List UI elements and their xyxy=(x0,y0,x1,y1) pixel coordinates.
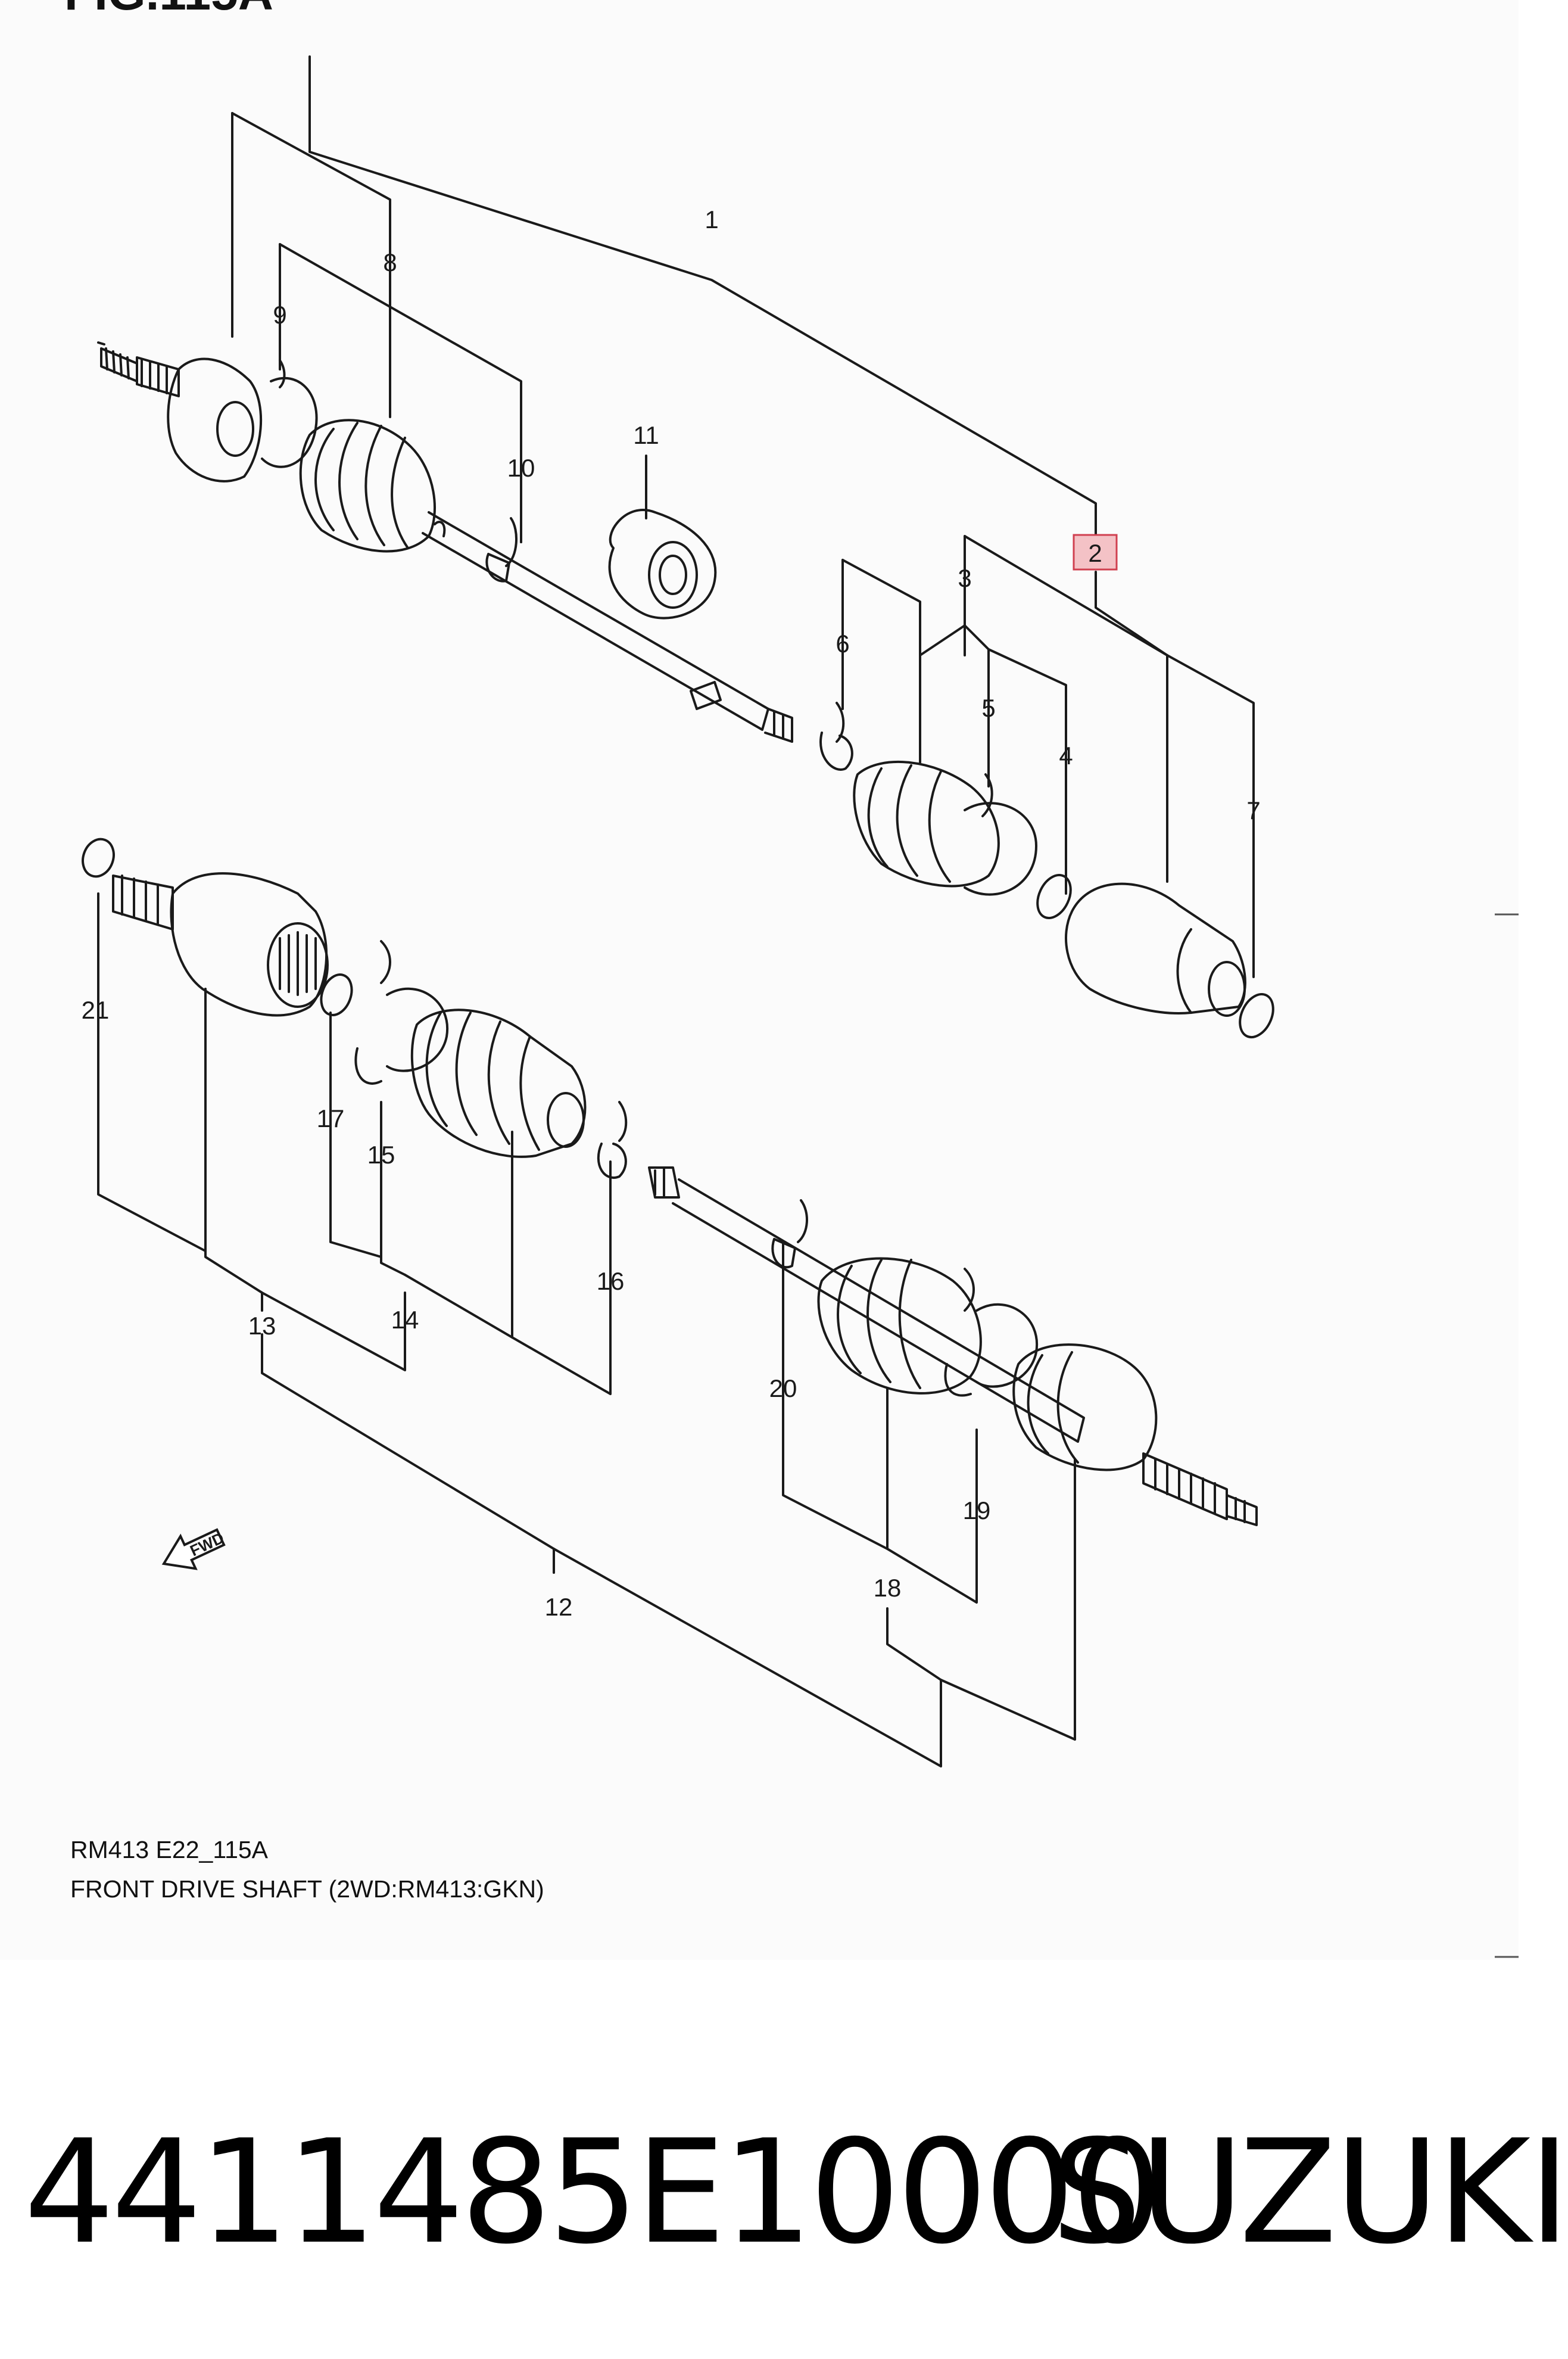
part-number: 4411485E10000 xyxy=(24,2109,1162,2276)
figure-caption-description: FRONT DRIVE SHAFT (2WD:RM413:GKN) xyxy=(70,1875,544,1903)
callout-10: 10 xyxy=(507,454,535,482)
callout-21: 21 xyxy=(82,996,110,1024)
callout-7: 7 xyxy=(1246,796,1260,824)
exploded-parts-diagram: FWD 1 2 3 4 5 6 7 8 9 10 11 12 13 14 15 … xyxy=(82,55,1519,1958)
fwd-arrow-icon: FWD xyxy=(161,1528,227,1570)
brand-name: SUZUKI xyxy=(1051,2109,1568,2276)
callout-17: 17 xyxy=(317,1104,345,1132)
figure-caption-code: RM413 E22_115A xyxy=(70,1836,269,1863)
callout-14: 14 xyxy=(391,1306,419,1334)
callout-20: 20 xyxy=(769,1374,797,1402)
callout-3: 3 xyxy=(958,564,971,592)
callout-5: 5 xyxy=(981,694,995,722)
callout-4: 4 xyxy=(1059,742,1073,770)
lower-drive-shaft xyxy=(82,838,1258,1526)
callout-13: 13 xyxy=(248,1312,276,1340)
callout-9: 9 xyxy=(273,301,286,329)
diagram-panel: FIG.115A xyxy=(64,0,1519,1958)
callout-6: 6 xyxy=(836,630,849,658)
callout-2[interactable]: 2 xyxy=(1088,539,1102,567)
callout-16: 16 xyxy=(597,1267,625,1295)
figure-title: FIG.115A xyxy=(64,0,273,21)
callout-8: 8 xyxy=(383,248,397,276)
callout-18: 18 xyxy=(874,1574,902,1602)
callout-19: 19 xyxy=(963,1496,991,1524)
upper-drive-shaft xyxy=(97,341,1274,1039)
callout-12: 12 xyxy=(545,1593,573,1621)
callout-highlight-box xyxy=(1073,534,1118,571)
leader-lines xyxy=(97,55,1255,1767)
callout-15: 15 xyxy=(367,1141,395,1169)
callout-1: 1 xyxy=(704,206,718,234)
callout-11: 11 xyxy=(633,421,659,449)
